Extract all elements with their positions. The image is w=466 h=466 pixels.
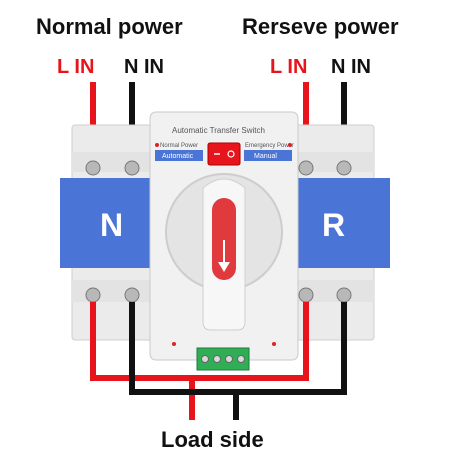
- automatic-mode-bar: [155, 150, 203, 161]
- bottom-left-led: [172, 342, 176, 346]
- emergency-power-small-label: Emergency Power: [245, 143, 294, 149]
- controller-title: Automatic Transfer Switch: [172, 126, 265, 135]
- manual-mode-bar: [244, 150, 292, 161]
- reserve-power-heading: Rerseve power: [242, 14, 399, 39]
- right-indicator-led: [288, 143, 292, 147]
- right-module-letter: R: [322, 207, 345, 243]
- mode-rocker-switch: [207, 142, 241, 166]
- down-arrow-icon: [218, 262, 230, 272]
- normal-power-small-label: Normal Power: [160, 143, 198, 149]
- load-black-wire: [129, 302, 347, 420]
- green-terminal-block: [196, 347, 250, 371]
- right-bottom-screw-1: [298, 287, 314, 303]
- left-blue-panel: [60, 178, 158, 268]
- left-top-screw-1: [85, 160, 101, 176]
- reserve-l-in-label: L IN: [270, 56, 308, 78]
- handle-red-insert: [212, 198, 236, 280]
- right-bottom-screw-2: [336, 287, 352, 303]
- manual-mode-label: Manual: [254, 153, 277, 160]
- load-red-wire: [90, 302, 309, 420]
- right-blue-panel: [290, 178, 390, 268]
- left-module-letter: N: [100, 207, 123, 243]
- normal-l-in-label: L IN: [57, 56, 95, 78]
- left-bottom-screw-1: [85, 287, 101, 303]
- right-top-screw-2: [336, 160, 352, 176]
- left-top-screw-2: [124, 160, 140, 176]
- left-bottom-screw-2: [124, 287, 140, 303]
- load-side-label: Load side: [161, 427, 264, 452]
- bottom-right-led: [272, 342, 276, 346]
- reserve-n-in-label: N IN: [331, 56, 371, 78]
- right-top-screw-1: [298, 160, 314, 176]
- left-indicator-led: [155, 143, 159, 147]
- normal-n-in-label: N IN: [124, 56, 164, 78]
- automatic-mode-label: Automatic: [162, 153, 194, 160]
- normal-power-heading: Normal power: [36, 14, 183, 39]
